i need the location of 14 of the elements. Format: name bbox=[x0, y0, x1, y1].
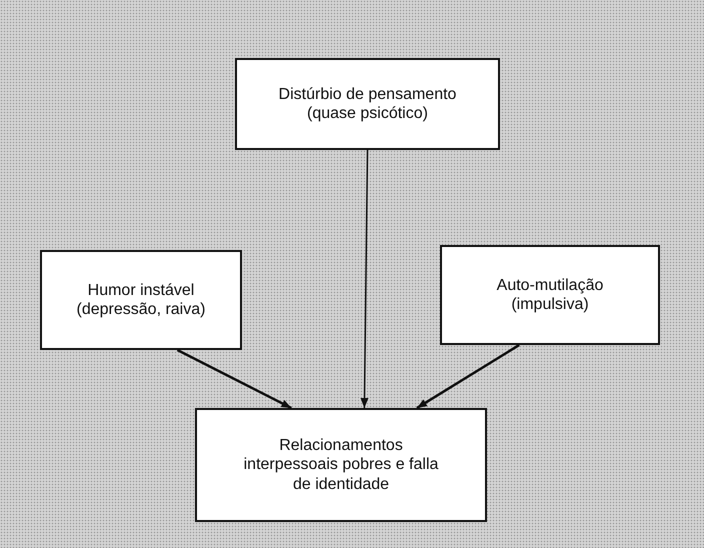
arrow bbox=[416, 344, 520, 410]
text-box bbox=[40, 250, 242, 350]
box-text: Humor instável bbox=[88, 280, 194, 300]
box-text: (quase psicótico) bbox=[307, 104, 428, 124]
text-box bbox=[235, 58, 500, 150]
text-box bbox=[440, 245, 660, 345]
box-text: (impulsiva) bbox=[511, 295, 589, 314]
box-text: Auto-mutilação bbox=[496, 276, 604, 295]
box-text: Relacionamentos interpessoais pobres e falla de identidade bbox=[242, 436, 440, 494]
arrow bbox=[360, 150, 368, 408]
box-text: (depressão, raiva) bbox=[76, 300, 206, 320]
text-box bbox=[195, 408, 487, 522]
arrow bbox=[176, 348, 292, 410]
box-text: Distúrbio de pensamento bbox=[278, 84, 456, 104]
